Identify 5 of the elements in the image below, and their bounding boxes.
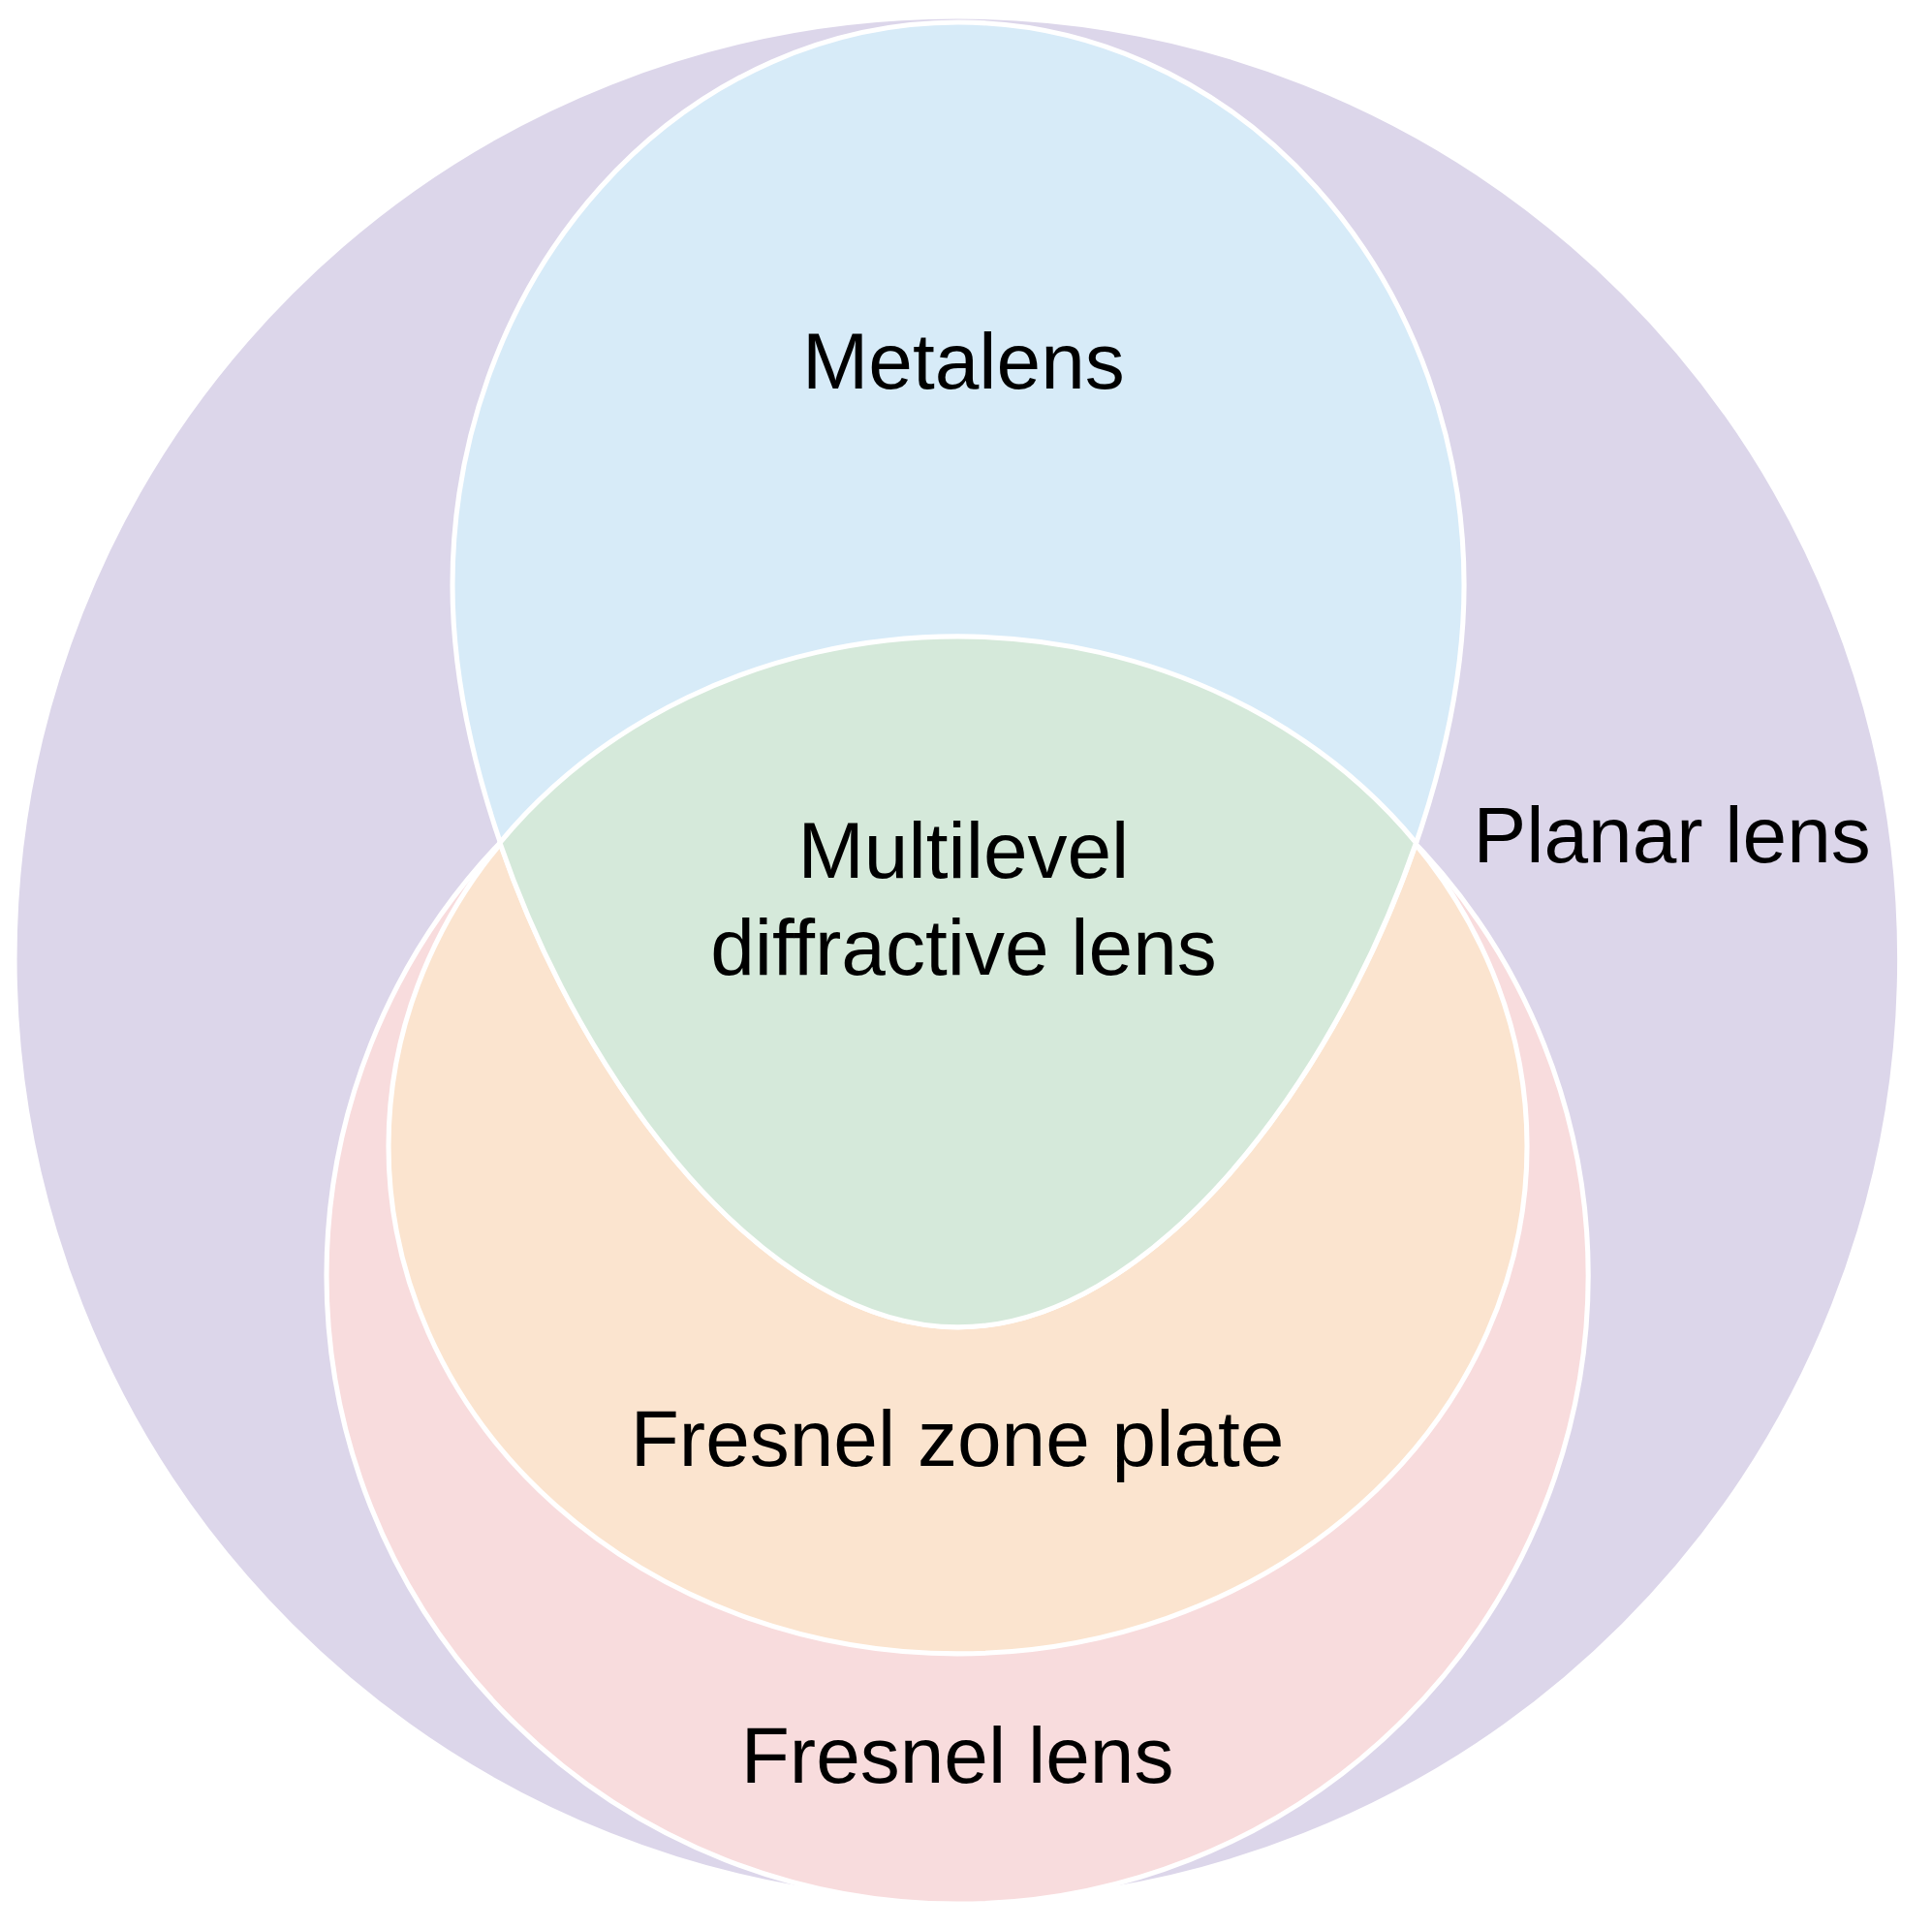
set-label: Fresnel lens xyxy=(740,1710,1174,1802)
set-label: Multilevel diffractive lens xyxy=(709,805,1218,994)
set-label: Fresnel zone plate xyxy=(630,1393,1285,1485)
set-label: Planar lens xyxy=(1473,790,1871,882)
set-label: Metalens xyxy=(802,315,1125,407)
